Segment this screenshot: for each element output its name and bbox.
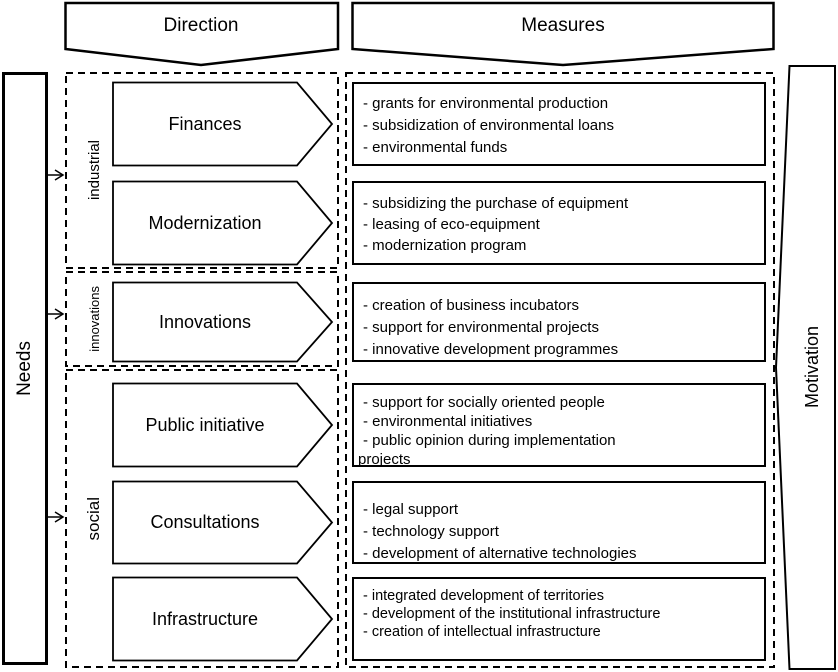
group-innovations-border [65, 271, 339, 367]
measures-box-consultations: - legal support - technology support - d… [352, 481, 766, 564]
direction-item-finances-label: Finances [168, 113, 242, 134]
measures-banner-shape [351, 1, 775, 67]
direction-item-consultations-shape [112, 480, 334, 565]
measure-line: - modernization program [363, 237, 527, 254]
measures-box-innovations: - creation of business incubators - supp… [352, 282, 766, 362]
motivation-label: Motivation [801, 326, 822, 409]
direction-item-innovations-label: Innovations [158, 311, 252, 332]
direction-item-infrastructure-shape [112, 576, 334, 662]
measure-line: - integrated development of territories [363, 588, 604, 604]
direction-banner-label: Direction [163, 14, 239, 36]
needs-label: Needs [14, 341, 35, 396]
needs-box: Needs [2, 72, 48, 665]
measure-line-continuation: projects [358, 451, 411, 467]
measure-line: - development of the institutional infra… [363, 606, 661, 622]
direction-item-finances-shape [112, 81, 334, 167]
group-social-label: social [84, 496, 103, 541]
measure-line: - grants for environmental production [363, 95, 609, 112]
needs-arrow-social [48, 511, 65, 523]
group-innovations: innovations [82, 272, 106, 366]
direction-item-consultations-label: Consultations [150, 512, 260, 532]
measure-line: - subsidization of environmental loans [363, 117, 614, 134]
measures-box-public-initiative: - support for socially oriented people -… [352, 383, 766, 467]
direction-item-innovations-shape [112, 281, 334, 363]
direction-banner-shape [64, 1, 340, 67]
measure-line: - development of alternative technologie… [363, 545, 637, 562]
group-industrial-border [65, 72, 339, 269]
measures-box-finances: - grants for environmental production - … [352, 82, 766, 166]
direction-item-modernization-shape [112, 180, 334, 266]
group-industrial: industrial [80, 73, 108, 268]
group-social-border [65, 369, 339, 668]
motivation-box: Motivation [786, 65, 838, 670]
measure-line: - creation of business incubators [363, 297, 579, 314]
measures-banner-label: Measures [521, 14, 605, 36]
motivation-shape [774, 65, 836, 670]
group-innovations-label: innovations [86, 286, 102, 352]
measure-line: - innovative development programmes [363, 341, 619, 358]
needs-arrow-industrial [48, 169, 65, 181]
measures-column-border [345, 72, 775, 668]
measure-line: - leasing of eco-equipment [363, 216, 540, 233]
measure-line: - public opinion during implementation [363, 432, 616, 449]
group-industrial-label: industrial [85, 140, 103, 201]
direction-item-public-initiative-shape [112, 382, 334, 468]
measures-box-infrastructure: - integrated development of territories … [352, 577, 766, 661]
measure-line: - support for environmental projects [363, 319, 599, 336]
direction-item-modernization-label: Modernization [148, 212, 262, 233]
measure-line: - legal support [363, 501, 459, 518]
measure-line: - subsidizing the purchase of equipment [363, 195, 629, 212]
measures-box-modernization: - subsidizing the purchase of equipment … [352, 181, 766, 265]
needs-box-shape [2, 72, 48, 665]
measure-line: - creation of intellectual infrastructur… [363, 624, 601, 640]
group-social: social [80, 370, 108, 667]
measure-line: - environmental funds [363, 139, 508, 156]
needs-arrow-innovations [48, 308, 65, 320]
direction-item-public-initiative-label: Public initiative [145, 414, 265, 435]
direction-item-infrastructure-label: Infrastructure [151, 608, 259, 629]
measure-line: - technology support [363, 523, 499, 540]
measure-line: - support for socially oriented people [363, 394, 605, 411]
measure-line: - environmental initiatives [363, 413, 533, 430]
